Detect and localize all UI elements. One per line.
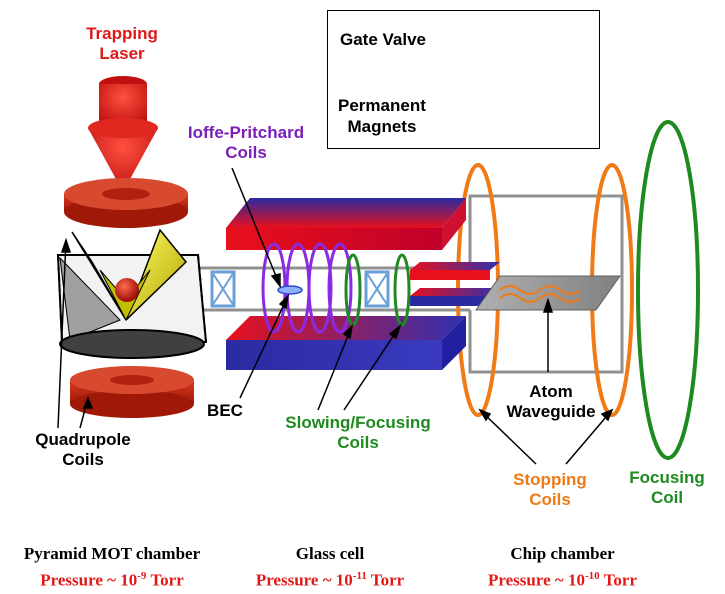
- label-stopping-coils: Stopping Coils: [500, 470, 600, 510]
- label-atom-line2: Waveguide: [506, 402, 596, 421]
- legend-permanent-magnets-label: Permanent Magnets: [338, 95, 426, 137]
- label-quadrupole-coils: Quadrupole Coils: [28, 430, 138, 470]
- label-slowing-line2: Coils: [337, 433, 379, 452]
- label-quadrupole-line2: Coils: [62, 450, 104, 469]
- caption-chip-pressure: Pressure ~ 10-10 Torr: [455, 565, 670, 592]
- caption-chip-chamber: Chip chamber Pressure ~ 10-10 Torr: [455, 543, 670, 592]
- label-focusing-coil: Focusing Coil: [612, 468, 722, 508]
- label-slowing-focusing-coils: Slowing/Focusing Coils: [268, 413, 448, 453]
- glass-pressure-prefix: Pressure ~ 10: [255, 570, 353, 590]
- legend-permanent-line2: Magnets: [347, 117, 417, 136]
- label-focusing-line2: Coil: [650, 488, 684, 507]
- legend-gate-valve-label: Gate Valve: [340, 30, 427, 49]
- label-ioffe-pritchard: Ioffe-Pritchard Coils: [166, 123, 326, 163]
- gate-valve-left: [210, 270, 236, 308]
- pyramid-mot: [56, 228, 208, 359]
- label-atom-waveguide: Atom Waveguide: [496, 382, 606, 422]
- legend-box: Gate Valve Permanent Magnets: [327, 10, 600, 149]
- gate-valve-right: [364, 270, 390, 308]
- label-stopping-line2: Coils: [529, 490, 571, 509]
- caption-chip-name: Chip chamber: [510, 544, 615, 563]
- annotation-pointers: [57, 167, 614, 465]
- label-trapping-laser-line2: Laser: [99, 44, 145, 63]
- focusing-coil: [636, 120, 700, 460]
- bec-cloud: [277, 285, 303, 295]
- label-quadrupole-line1: Quadrupole: [35, 430, 131, 449]
- label-trapping-laser: Trapping Laser: [72, 24, 172, 64]
- label-focusing-line1: Focusing: [629, 468, 705, 487]
- chip-chamber-box: [468, 194, 624, 374]
- caption-glass-name: Glass cell: [295, 544, 365, 563]
- atom-chip: [475, 275, 621, 311]
- caption-glass-cell: Glass cell Pressure ~ 10-11 Torr: [225, 543, 435, 592]
- pyramid-pressure-exponent: -9: [137, 570, 147, 582]
- label-ioffe-line2: Coils: [225, 143, 267, 162]
- trapping-laser-arrow: [88, 76, 158, 192]
- caption-glass-pressure: Pressure ~ 10-11 Torr: [225, 565, 435, 592]
- label-ioffe-line1: Ioffe-Pritchard: [187, 123, 305, 142]
- label-stopping-line1: Stopping: [513, 470, 587, 489]
- glass-pressure-exponent: -11: [352, 570, 367, 582]
- chip-pressure-exponent: -10: [585, 570, 600, 582]
- label-bec: BEC: [207, 401, 243, 420]
- pyramid-pressure-unit: Torr: [146, 570, 184, 590]
- glass-pressure-unit: Torr: [366, 570, 405, 590]
- label-slowing-line1: Slowing/Focusing: [285, 413, 431, 432]
- caption-pyramid-pressure: Pressure ~ 10-9 Torr: [2, 565, 222, 592]
- chip-magnets: [410, 262, 500, 306]
- caption-pyramid-mot: Pyramid MOT chamber Pressure ~ 10-9 Torr: [2, 543, 222, 592]
- legend-permanent-line1: Permanent: [338, 96, 426, 115]
- label-atom-line1: Atom: [529, 382, 573, 401]
- chip-pressure-prefix: Pressure ~ 10: [488, 570, 585, 590]
- label-trapping-laser-line1: Trapping: [86, 24, 158, 43]
- slowing-focusing-coils: [344, 253, 411, 327]
- quadrupole-coil-bottom: [70, 366, 194, 418]
- pyramid-pressure-prefix: Pressure ~ 10: [40, 570, 138, 590]
- caption-pyramid-name: Pyramid MOT chamber: [23, 544, 201, 563]
- quadrupole-coil-top: [64, 178, 188, 228]
- chip-pressure-unit: Torr: [599, 570, 637, 590]
